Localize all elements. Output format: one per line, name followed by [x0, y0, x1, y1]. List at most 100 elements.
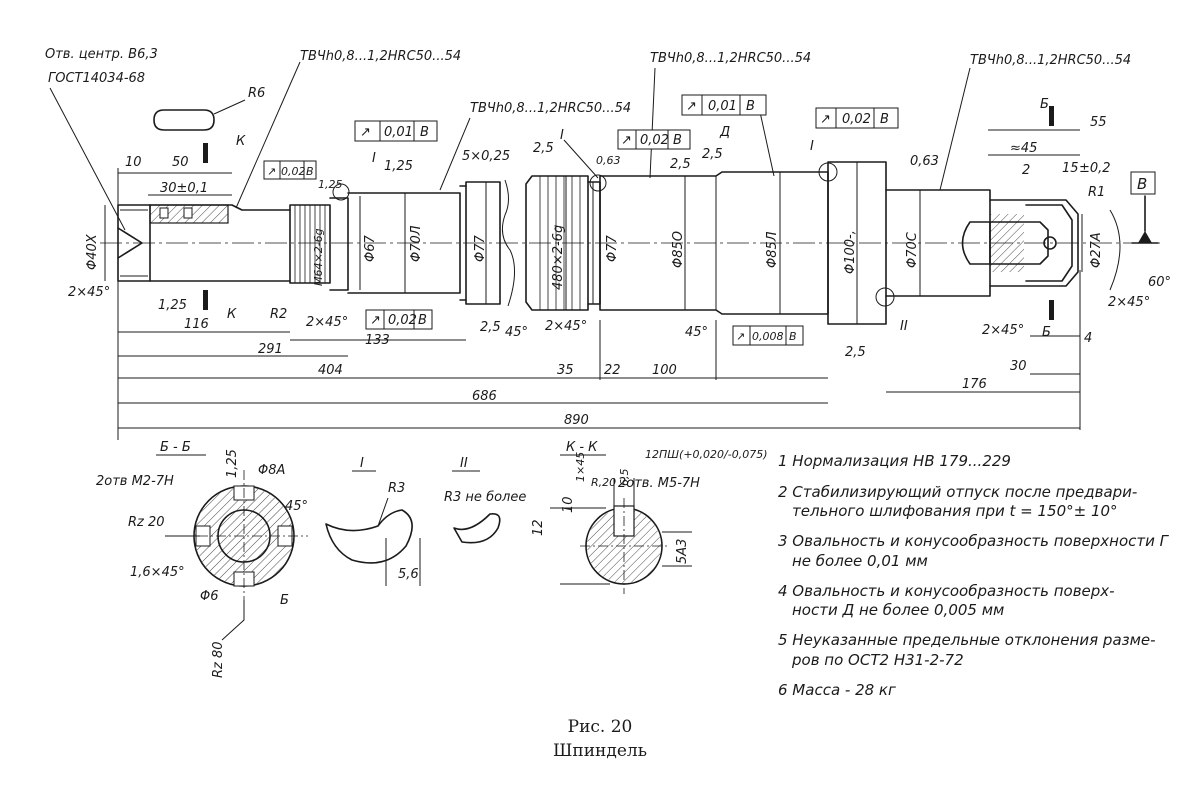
svg-text:45°: 45° — [685, 325, 708, 340]
leader-lines — [49, 61, 971, 231]
svg-text:↗: ↗ — [686, 99, 697, 114]
svg-text:2×45°: 2×45° — [545, 319, 587, 334]
svg-text:5А3: 5А3 — [675, 539, 690, 564]
svg-text:В: В — [420, 125, 429, 140]
svg-text:0,63: 0,63 — [910, 154, 939, 169]
svg-text:2×45°: 2×45° — [982, 323, 1024, 338]
svg-text:133: 133 — [365, 333, 390, 348]
note-line: 5 Неуказанные предельные отклонения разм… — [778, 631, 1156, 649]
svg-text:2×45°: 2×45° — [68, 285, 110, 300]
datum-b-label: В — [1137, 175, 1147, 193]
diameter-texts: Φ40Х М64×2-6g Φ67 Φ70Л Φ77 480×2-6g Φ77 … — [85, 225, 1104, 290]
svg-text:К: К — [236, 134, 246, 149]
hardening-note: ТВЧh0,8...1,2HRC50...54 — [650, 51, 811, 66]
figure-number: Рис. 20 — [568, 717, 633, 737]
note-line: 3 Овальность и конусообразность поверхно… — [778, 532, 1170, 550]
svg-text:890: 890 — [564, 413, 589, 428]
tolerance-frame: ↗ 0,01 В — [354, 120, 438, 142]
svg-text:↗: ↗ — [621, 133, 632, 148]
svg-text:15: 15 — [1062, 161, 1079, 176]
svg-text:404: 404 — [318, 363, 343, 378]
svg-text:II: II — [900, 319, 908, 334]
svg-text:2×45°: 2×45° — [1108, 295, 1150, 310]
svg-text:↗: ↗ — [736, 330, 745, 343]
svg-text:45°: 45° — [285, 499, 308, 514]
svg-text:Б: Б — [1040, 97, 1049, 112]
svg-text:1,25: 1,25 — [384, 159, 413, 174]
hardening-note: ТВЧh0,8...1,2HRC50...54 — [300, 49, 461, 64]
svg-text:0,02: 0,02 — [388, 313, 417, 328]
svg-text:В: В — [418, 313, 427, 328]
tolerance-frame: ↗ 0,008 В — [732, 325, 804, 346]
svg-text:0,63: 0,63 — [596, 154, 621, 167]
section-bb-title: Б - Б — [160, 440, 191, 455]
svg-text:0,02: 0,02 — [842, 112, 871, 127]
figure-caption: Рис. 20 Шпиндель — [553, 717, 647, 761]
tolerance-frame: ↗ 0,02 В — [365, 309, 433, 330]
svg-text:Φ70С: Φ70С — [905, 231, 920, 268]
figure-title: Шпиндель — [553, 741, 647, 761]
svg-text:R6: R6 — [248, 86, 265, 101]
svg-text:10: 10 — [125, 155, 142, 170]
svg-text:R,20: R,20 — [591, 476, 616, 489]
hardening-note: ТВЧh0,8...1,2HRC50...54 — [470, 101, 631, 116]
note-line: 2 Стабилизирующий отпуск после предвари- — [778, 483, 1137, 501]
svg-text:Φ27А: Φ27А — [1089, 232, 1104, 268]
svg-text:Φ85Л: Φ85Л — [765, 231, 780, 268]
detail-i-title: I — [360, 456, 364, 471]
svg-text:5,6: 5,6 — [398, 567, 419, 582]
svg-text:6,5: 6,5 — [618, 469, 631, 487]
note-line: тельного шлифования при t = 150°± 10° — [792, 502, 1118, 520]
svg-text:↗: ↗ — [267, 165, 276, 178]
svg-text:Д: Д — [719, 125, 730, 140]
tolerance-frame: ↗ 0,02 В — [815, 107, 899, 129]
tolerance-frame: ↗ 0,01 В — [681, 94, 767, 116]
svg-text:2,5: 2,5 — [533, 141, 554, 156]
svg-text:Rz 80: Rz 80 — [211, 641, 226, 678]
spindle-outline — [100, 161, 1160, 325]
svg-text:Φ77: Φ77 — [473, 234, 488, 262]
svg-text:2×45°: 2×45° — [306, 315, 348, 330]
svg-text:R3: R3 — [388, 481, 405, 496]
svg-text:Φ70Л: Φ70Л — [409, 225, 424, 262]
svg-text:R1: R1 — [1088, 185, 1105, 200]
svg-text:480×2-6g: 480×2-6g — [551, 225, 566, 290]
svg-text:Φ100-,: Φ100-, — [843, 230, 858, 274]
section-markers — [153, 99, 1054, 320]
svg-text:0,01: 0,01 — [708, 99, 737, 114]
svg-text:Rz 20: Rz 20 — [128, 515, 165, 530]
svg-text:1,25: 1,25 — [318, 178, 343, 191]
svg-text:291: 291 — [258, 342, 283, 357]
svg-text:22: 22 — [604, 363, 621, 378]
svg-text:М64×2-6g: М64×2-6g — [312, 228, 325, 286]
svg-text:2: 2 — [1022, 163, 1030, 178]
svg-text:В: В — [306, 165, 314, 178]
svg-text:I: I — [560, 128, 564, 143]
svg-text:30: 30 — [1010, 359, 1027, 374]
tolerance-frame: ↗ 0,02 В — [263, 160, 317, 180]
svg-text:0,02: 0,02 — [640, 133, 669, 148]
svg-text:К: К — [227, 307, 237, 322]
svg-text:1,6×45°: 1,6×45° — [130, 565, 185, 580]
svg-text:55: 55 — [1090, 115, 1107, 130]
svg-text:2,5: 2,5 — [670, 157, 691, 172]
detail-ii-title: II — [460, 456, 468, 471]
datum-b-symbol: В — [1130, 171, 1159, 244]
note-line: 6 Масса - 28 кг — [778, 681, 896, 699]
svg-text:Φ6: Φ6 — [200, 589, 219, 604]
svg-text:176: 176 — [962, 377, 987, 392]
svg-text:10: 10 — [561, 496, 576, 513]
svg-text:Φ40Х: Φ40Х — [85, 233, 100, 270]
svg-text:Б: Б — [280, 593, 289, 608]
svg-text:100: 100 — [652, 363, 677, 378]
svg-text:В: В — [673, 133, 682, 148]
center-hole-note: Отв. центр. В6,3 — [45, 47, 158, 62]
svg-text:116: 116 — [184, 317, 209, 332]
note-line: 1 Нормализация НВ 179...229 — [778, 452, 1011, 470]
svg-text:Φ8А: Φ8А — [258, 463, 285, 478]
note-line: ности Д не более 0,005 мм — [792, 601, 1004, 619]
svg-text:↗: ↗ — [370, 313, 381, 328]
svg-text:Б: Б — [1042, 325, 1051, 340]
section-kk: К - К 12ПШ(+0,020/-0,075) 2отв. М5-7Н 12… — [531, 440, 768, 594]
